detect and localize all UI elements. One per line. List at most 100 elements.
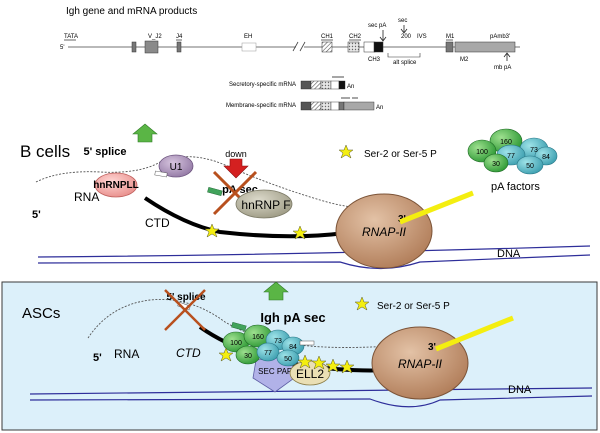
gene-five-prime: 5' bbox=[60, 45, 64, 51]
a-dna-strand-bottom bbox=[29, 395, 593, 408]
pa-factor-label: 100 bbox=[476, 149, 488, 156]
dna-strand-bottom bbox=[37, 254, 591, 270]
pa-factor-label: 73 bbox=[530, 147, 538, 154]
a-splice-label: 5' splice bbox=[166, 292, 206, 303]
mb-pa-label: mb pA bbox=[494, 65, 511, 71]
pa-factors-cluster: 100 160 73 84 30 77 50 bbox=[467, 128, 558, 175]
sec-paf-label: SEC PAF bbox=[258, 367, 292, 376]
exon-j4 bbox=[176, 41, 182, 53]
secretory-mrna-label: Secretory-specific mRNA bbox=[229, 82, 296, 88]
b-phospho-star-icon bbox=[204, 223, 220, 238]
u1-snrnp bbox=[158, 154, 194, 178]
dna-strand-top bbox=[37, 245, 591, 258]
b-ctd-label: CTD bbox=[145, 216, 170, 230]
a-factor-50 bbox=[276, 349, 300, 367]
a-legend-label: Ser-2 or Ser-5 P bbox=[377, 301, 450, 312]
alt-splice-bracket bbox=[387, 53, 421, 58]
a-factor-label: 84 bbox=[289, 344, 297, 351]
b-nascent-rna bbox=[399, 190, 474, 225]
a-factor-label: 50 bbox=[284, 356, 292, 363]
b-rna-strand bbox=[35, 156, 411, 210]
a-factor-label: 100 bbox=[230, 340, 242, 347]
hnrnpll-label: hnRNPLL bbox=[93, 180, 139, 191]
pa-factor-50 bbox=[516, 155, 544, 175]
a-rna-label: RNA bbox=[114, 347, 139, 361]
eh-box bbox=[241, 42, 257, 52]
exon-ch1 bbox=[321, 41, 333, 53]
b-rnap-ii bbox=[335, 193, 433, 269]
pa-factor-label: 77 bbox=[507, 153, 515, 160]
hnrnpll-protein bbox=[94, 172, 138, 198]
a-igh-pa-sec-label: Igh pA sec bbox=[260, 310, 325, 325]
sec-pa-label: sec pA bbox=[368, 23, 386, 29]
a-pa-site bbox=[231, 321, 247, 332]
a-dna-strand-top bbox=[29, 387, 593, 395]
ivs-label: IVS bbox=[417, 34, 427, 40]
a-factor-label: 77 bbox=[264, 350, 272, 357]
b-cells-title: B cells bbox=[20, 142, 70, 161]
a-pa-factors-cluster: 100 160 73 84 30 77 50 bbox=[222, 324, 305, 367]
a-factor-label: 30 bbox=[244, 353, 252, 360]
a-factor-77 bbox=[256, 342, 280, 362]
a-pa-up-arrow-icon bbox=[263, 281, 289, 301]
exon-ch3a bbox=[363, 41, 376, 53]
u1-label: U1 bbox=[170, 162, 183, 173]
pa-factor-label: 84 bbox=[542, 154, 550, 161]
break-mark bbox=[292, 41, 299, 52]
a-factor-label: 160 bbox=[252, 334, 264, 341]
b-rnap-label: RNAP-II bbox=[362, 225, 407, 239]
b-splice-label: 5' splice bbox=[84, 146, 127, 158]
hnrnpf-label: hnRNP F bbox=[241, 198, 290, 212]
alt-splice-label: alt splice bbox=[393, 60, 417, 66]
a-phospho-star-icon bbox=[218, 347, 234, 362]
a-rna-strand bbox=[87, 299, 406, 348]
b-ctd-tail bbox=[143, 196, 346, 239]
j4-label: J4 bbox=[176, 34, 183, 40]
a-rnap-label: RNAP-II bbox=[398, 357, 443, 371]
a-phospho-star-icon bbox=[325, 358, 341, 373]
exon-m1 bbox=[445, 41, 454, 53]
ch1-label: CH1 bbox=[321, 34, 334, 40]
b-dna-label: DNA bbox=[497, 248, 521, 260]
a-three-prime: 3' bbox=[428, 342, 436, 353]
b-pa-site bbox=[207, 186, 223, 197]
a-cross-mark bbox=[164, 289, 206, 331]
sec-pa-arrow-icon bbox=[379, 30, 387, 42]
tata-label: TATA bbox=[64, 34, 78, 40]
pa-factor-label: 30 bbox=[492, 161, 500, 168]
pa-factor-30 bbox=[483, 153, 509, 173]
b-five-prime: 5' bbox=[32, 209, 41, 221]
ascs-title: ASCs bbox=[22, 305, 60, 322]
ch3-label: CH3 bbox=[368, 57, 381, 63]
mb-pa-arrow-icon bbox=[503, 52, 511, 61]
exon-ch3b bbox=[373, 41, 384, 53]
pa-factor-label: 160 bbox=[500, 139, 512, 146]
exon-ch2 bbox=[347, 41, 360, 53]
ascs-background bbox=[1, 281, 598, 431]
b-cross-mark bbox=[212, 170, 258, 216]
ell2-label: ELL2 bbox=[296, 367, 324, 381]
a-phospho-star-icon bbox=[297, 354, 313, 369]
a-legend-star-icon bbox=[354, 296, 370, 311]
gene-map-panel: Igh gene and mRNA products TATA V_J2 J4 … bbox=[60, 6, 520, 111]
pamb3-label: pAmb3' bbox=[490, 34, 510, 40]
a-ctd-label: CTD bbox=[176, 346, 201, 360]
a-phospho-star-icon bbox=[339, 359, 355, 374]
sec-200-arrow-icon bbox=[400, 25, 408, 34]
gene-map-title: Igh gene and mRNA products bbox=[66, 6, 197, 17]
a-five-prime: 5' bbox=[93, 352, 102, 364]
pa-factor-label: 50 bbox=[526, 163, 534, 170]
sec-label: sec bbox=[398, 18, 407, 24]
a-factor-label: 73 bbox=[274, 338, 282, 345]
b-rna-label: RNA bbox=[74, 190, 99, 204]
a-dna-label: DNA bbox=[508, 384, 532, 396]
m2-label: M2 bbox=[460, 57, 469, 63]
b-legend-label: Ser-2 or Ser-5 P bbox=[364, 149, 437, 160]
ch2-label: CH2 bbox=[349, 34, 362, 40]
exon-vj2 bbox=[144, 40, 159, 54]
pa-factors-label: pA factors bbox=[491, 181, 540, 193]
a-phospho-star-icon bbox=[311, 355, 327, 370]
b-phospho-star-icon bbox=[292, 225, 308, 240]
membrane-mrna-tail: An bbox=[376, 105, 383, 111]
